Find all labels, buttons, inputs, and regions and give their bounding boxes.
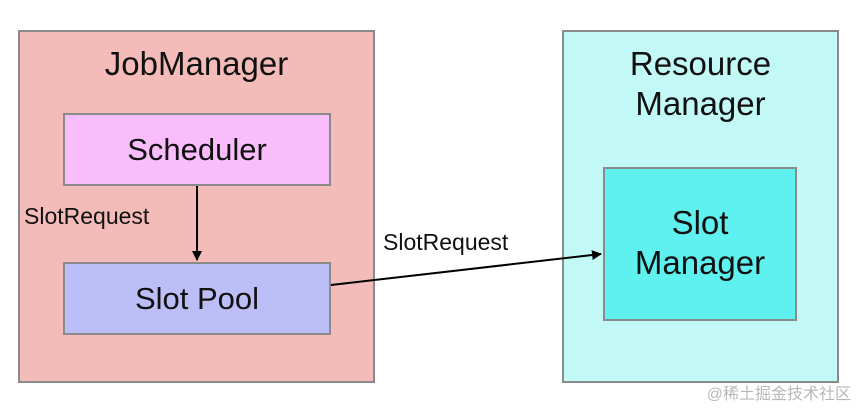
scheduler-to-slot-pool-label: SlotRequest	[24, 203, 150, 229]
watermark: @稀土掘金技术社区	[706, 386, 851, 403]
jobmanager-label: JobManager	[104, 45, 289, 82]
slot-pool-to-slot-manager-arrow	[330, 250, 602, 286]
slot-manager-box: Slot Manager	[603, 167, 797, 321]
slot-manager-label: Slot Manager	[634, 204, 766, 281]
scheduler-box: Scheduler	[63, 113, 331, 186]
slot-pool-label: Slot Pool	[134, 281, 260, 316]
resource-manager-label: Resource Manager	[629, 45, 772, 122]
slot-pool-box: Slot Pool	[63, 262, 331, 335]
slot-pool-to-slot-manager-label: SlotRequest	[383, 229, 509, 255]
scheduler-label: Scheduler	[127, 132, 267, 167]
